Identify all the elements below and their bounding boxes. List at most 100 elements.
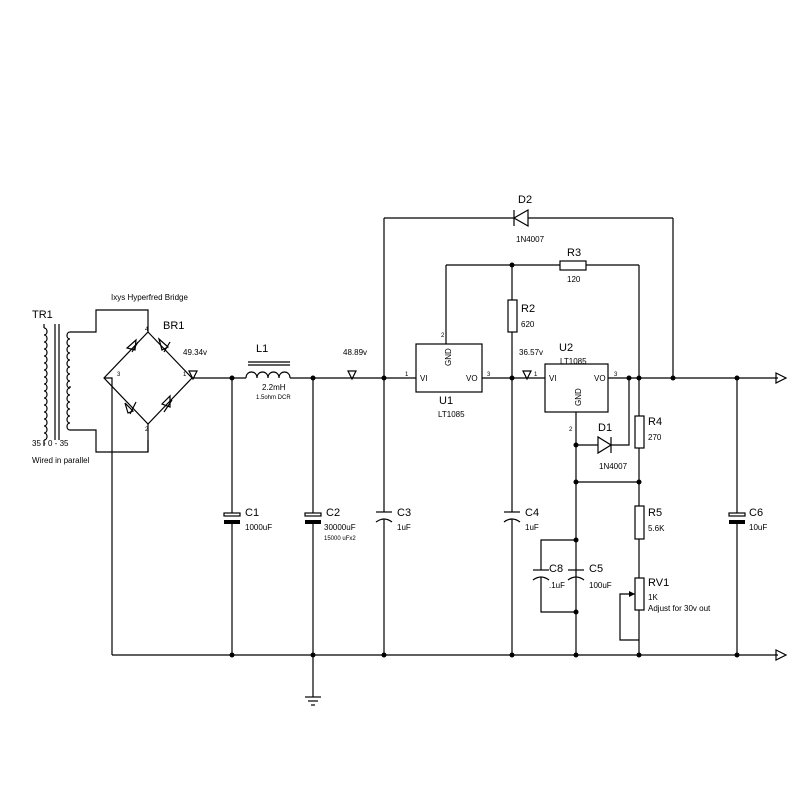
c8-value: .1uF <box>549 581 565 590</box>
junction-dot <box>734 652 740 658</box>
d2-ref: D2 <box>518 194 532 206</box>
bridge-pin-2: 2 <box>145 427 149 433</box>
u2-pin-in: 1 <box>534 372 538 378</box>
u1-pin-in: 1 <box>405 372 409 378</box>
c8-ref: C8 <box>549 563 563 575</box>
diode-d1: D1 1N4007 <box>576 378 630 471</box>
r3-ref: R3 <box>567 247 581 259</box>
u2-vo: VO <box>594 374 606 383</box>
inductor-l1: L1 2.2mH 1.5ohm DCR <box>245 343 291 401</box>
junction-dot <box>573 537 579 543</box>
transformer-tr1: TR1 35 - 0 - 35 Wired in parallel <box>32 309 149 465</box>
junction-dot <box>509 375 515 381</box>
c2-value: 30000uF <box>324 523 356 532</box>
u1-vi: VI <box>420 374 428 383</box>
junction-dot <box>573 442 579 448</box>
d2-part: 1N4007 <box>516 235 545 244</box>
probe-u1-out <box>522 370 532 381</box>
input-rail: 49.34v 48.89v <box>183 348 416 381</box>
c5-ref: C5 <box>589 563 603 575</box>
u2-gnd: GND <box>574 388 583 406</box>
junction-dot <box>381 375 387 381</box>
capacitor-c1: C1 1000uF <box>223 378 272 655</box>
junction-dot <box>734 375 740 381</box>
c4-value: 1uF <box>525 523 539 532</box>
junction-dot <box>573 652 579 658</box>
resistor-r2: R2 620 <box>507 265 535 512</box>
l1-dcr: 1.5ohm DCR <box>256 395 291 401</box>
rv1-ref: RV1 <box>648 577 669 589</box>
bridge-br1: Ixys Hyperfred Bridge BR1 4 1 3 2 <box>103 293 193 655</box>
d1-ref: D1 <box>598 422 612 434</box>
ground-rail <box>112 649 788 706</box>
c2-ref: C2 <box>326 507 340 519</box>
bridge-pin-4: 4 <box>145 327 149 333</box>
tr1-rating: 35 - 0 - 35 <box>32 439 69 448</box>
junction-dot <box>670 375 676 381</box>
capacitor-c3: C3 1uF <box>375 218 411 655</box>
junction-dot <box>509 652 515 658</box>
voltage-bridge-out: 49.34v <box>183 348 207 357</box>
junction-dot <box>509 262 515 268</box>
junction-dot <box>573 609 579 615</box>
junction-dot <box>573 479 579 485</box>
potentiometer-rv1: RV1 1K Adjust for 30v out <box>619 577 711 655</box>
c1-ref: C1 <box>245 507 259 519</box>
bridge-pin-1: 1 <box>183 372 187 378</box>
u1-pin-out: 3 <box>487 372 491 378</box>
r5-value: 5.6K <box>648 524 665 533</box>
capacitor-c6: C6 10uF <box>728 378 767 655</box>
r3-value: 120 <box>567 275 581 284</box>
r5-ref: R5 <box>648 507 662 519</box>
c3-value: 1uF <box>397 523 411 532</box>
tr1-ref: TR1 <box>32 309 53 321</box>
u2-pin-out: 3 <box>614 372 618 378</box>
u1-vo: VO <box>466 374 478 383</box>
junction-dot <box>229 375 235 381</box>
u2-ref: U2 <box>559 342 573 354</box>
u2-vi: VI <box>549 374 557 383</box>
junction-dot <box>310 375 316 381</box>
c3-ref: C3 <box>397 507 411 519</box>
diode-d2: D2 1N4007 <box>384 194 674 378</box>
rv1-value: 1K <box>648 593 658 602</box>
bridge-title: Ixys Hyperfred Bridge <box>111 293 188 302</box>
r4-ref: R4 <box>648 416 662 428</box>
r2-ref: R2 <box>521 303 535 315</box>
l1-ref: L1 <box>256 343 268 355</box>
u1-part: LT1085 <box>438 410 465 419</box>
u1-pin-gnd: 2 <box>441 333 445 339</box>
c4-ref: C4 <box>525 507 539 519</box>
c6-value: 10uF <box>749 523 767 532</box>
d1-part: 1N4007 <box>599 462 628 471</box>
capacitor-c5: C5 100uF <box>567 563 612 590</box>
resistor-r5: R5 5.6K <box>634 505 665 578</box>
bridge-pin-3: 3 <box>117 372 121 378</box>
junction-dot <box>229 652 235 658</box>
junction-dots <box>229 262 740 658</box>
u2-pin-gnd: 2 <box>569 427 573 433</box>
voltage-u1-out: 36.57v <box>519 348 543 357</box>
junction-dot <box>636 652 642 658</box>
u1-gnd: GND <box>444 348 453 366</box>
resistor-r4: R4 270 <box>634 378 662 506</box>
bridge-ref: BR1 <box>163 320 184 332</box>
junction-dot <box>636 479 642 485</box>
r2-value: 620 <box>521 320 535 329</box>
resistor-r3: R3 120 <box>446 247 640 378</box>
junction-dot <box>310 652 316 658</box>
junction-dot <box>636 375 642 381</box>
voltage-after-choke: 48.89v <box>343 348 367 357</box>
rv1-note: Adjust for 30v out <box>648 604 711 613</box>
c5-value: 100uF <box>589 581 612 590</box>
c2-note: 15000 uFx2 <box>324 536 356 542</box>
r4-value: 270 <box>648 433 662 442</box>
tr1-note: Wired in parallel <box>32 456 90 465</box>
capacitor-c2: C2 30000uF 15000 uFx2 <box>304 378 356 655</box>
u1-ref: U1 <box>439 395 453 407</box>
l1-value: 2.2mH <box>262 383 286 392</box>
c1-value: 1000uF <box>245 523 272 532</box>
regulator-u1: VI VO GND 1 3 2 U1 LT1085 <box>405 265 545 419</box>
junction-dot <box>381 652 387 658</box>
